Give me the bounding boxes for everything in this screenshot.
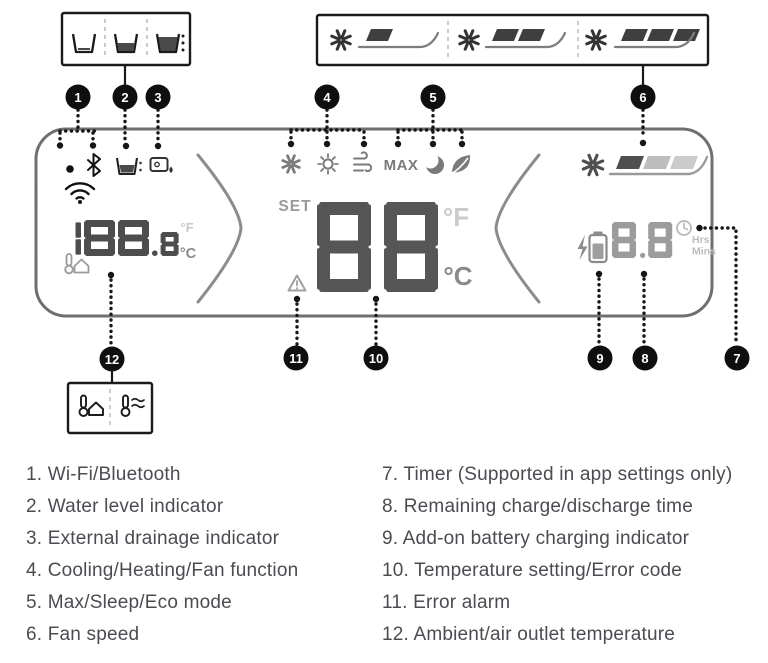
legend-column-right: 7. Timer (Supported in app settings only…: [382, 465, 768, 657]
max-label: MAX: [384, 157, 419, 174]
ambient-deg-f-label: °F: [180, 220, 193, 235]
legend-item: 11. Error alarm: [382, 592, 511, 613]
fan-speed-indicator: [608, 155, 709, 176]
callout-number: 6: [639, 90, 646, 105]
seven-segment-digit: [118, 220, 149, 256]
wave-icon: [131, 403, 145, 409]
callout-8: 8: [632, 345, 658, 371]
legend-item: 8. Remaining charge/discharge time: [382, 496, 693, 517]
seven-segment-digit: [384, 202, 438, 292]
ambient-outlet-temp-box: [66, 381, 154, 435]
fan-speed-low-icon: [357, 29, 440, 49]
water-tank-empty-icon: [71, 33, 97, 54]
house-icon: [73, 258, 90, 274]
legend-item: 3. External drainage indicator: [26, 528, 280, 549]
callout-2: 2: [112, 84, 138, 110]
wifi-icon: [64, 182, 96, 204]
cooling-snowflake-icon: [281, 154, 301, 174]
heating-sun-icon: [317, 153, 339, 175]
water-level-box: [60, 11, 192, 67]
callout-number: 3: [154, 90, 161, 105]
legend-item: 1. Wi-Fi/Bluetooth: [26, 464, 181, 485]
fan-speed-box: [315, 13, 710, 67]
snowflake-icon: [458, 29, 480, 51]
lightning-bolt-icon: [577, 235, 588, 260]
timer-clock-icon: [676, 220, 692, 236]
callout-6: 6: [630, 84, 656, 110]
external-drainage-icon: [149, 157, 173, 173]
snowflake-icon: [585, 29, 607, 51]
water-tank-half-icon: [113, 33, 139, 54]
thermometer-ambient-icon: [78, 394, 104, 417]
snowflake-icon: [330, 29, 352, 51]
water-tank-full-icon: [155, 33, 185, 54]
diagram-svg: °F °C MAX SET °F °C: [34, 11, 750, 435]
legend-item: 6. Fan speed: [26, 624, 140, 645]
callout-4: 4: [314, 84, 340, 110]
water-tank-icon: [115, 157, 142, 176]
fan-wind-icon: [353, 151, 373, 173]
deg-f-label: °F: [443, 202, 469, 232]
legend-column-left: 1. Wi-Fi/Bluetooth 2. Water level indica…: [26, 465, 382, 657]
thermometer-air-outlet-icon: [120, 394, 145, 417]
display-panel: [34, 127, 714, 318]
error-alarm-icon: [287, 274, 307, 292]
set-temp-display: [317, 202, 438, 292]
legend-item: 7. Timer (Supported in app settings only…: [382, 464, 733, 485]
deg-c-label: °C: [443, 261, 472, 291]
callout-number: 7: [733, 351, 740, 366]
fan-speed-high-icon: [613, 29, 700, 49]
hrs-label: Hrs: [692, 234, 710, 246]
legend-item: 10. Temperature setting/Error code: [382, 560, 683, 581]
mins-label: Mins: [692, 246, 716, 258]
charge-time-display: [612, 222, 673, 258]
seven-segment-digit: [84, 220, 115, 256]
thermometer-house-icon: [64, 253, 90, 275]
chevron-left-separator: [494, 153, 541, 304]
callout-number: 2: [121, 90, 128, 105]
seven-segment-digit: [317, 202, 371, 292]
drop-icon: [169, 166, 173, 173]
eco-leaf-icon: [450, 155, 471, 175]
fan-speed-snowflake-icon: [581, 153, 605, 177]
battery-charging-icon: [577, 231, 608, 264]
callout-9: 9: [587, 345, 613, 371]
legend: 1. Wi-Fi/Bluetooth 2. Water level indica…: [0, 462, 768, 657]
callout-5: 5: [420, 84, 446, 110]
callout-3: 3: [145, 84, 171, 110]
seven-segment-digit: [648, 222, 673, 258]
seven-segment-digit: [160, 232, 179, 256]
wave-icon: [131, 397, 145, 403]
callout-1: 1: [65, 84, 91, 110]
house-icon: [88, 401, 104, 416]
seven-segment-digit: [612, 222, 636, 258]
callout-number: 5: [429, 90, 436, 105]
legend-item: 5. Max/Sleep/Eco mode: [26, 592, 232, 613]
callout-number: 10: [369, 351, 383, 366]
bluetooth-icon: [87, 153, 101, 177]
sleep-moon-icon: [422, 152, 444, 174]
callout-number: 12: [105, 352, 119, 367]
legend-item: 2. Water level indicator: [26, 496, 224, 517]
seven-segment-digit: [75, 222, 81, 255]
fan-speed-mid-icon: [484, 29, 567, 49]
status-dot-icon: [66, 165, 74, 173]
legend-item: 12. Ambient/air outlet temperature: [382, 624, 676, 645]
ambient-deg-c-label: °C: [180, 246, 197, 262]
callout-10: 10: [363, 345, 389, 371]
callout-number: 1: [74, 90, 81, 105]
legend-item: 9. Add-on battery charging indicator: [382, 528, 690, 549]
callout-number: 8: [641, 351, 648, 366]
ambient-temp-display: [75, 220, 179, 256]
callout-7: 7: [724, 345, 750, 371]
set-label: SET: [278, 198, 311, 215]
callout-dotted-lines: [56, 108, 738, 347]
callout-number: 4: [323, 90, 331, 105]
chevron-right-separator: [196, 153, 243, 304]
callout-11: 11: [283, 345, 309, 371]
callout-12: 12: [99, 346, 125, 372]
callout-number: 11: [289, 351, 303, 366]
legend-item: 4. Cooling/Heating/Fan function: [26, 560, 299, 581]
callout-number: 9: [596, 351, 603, 366]
